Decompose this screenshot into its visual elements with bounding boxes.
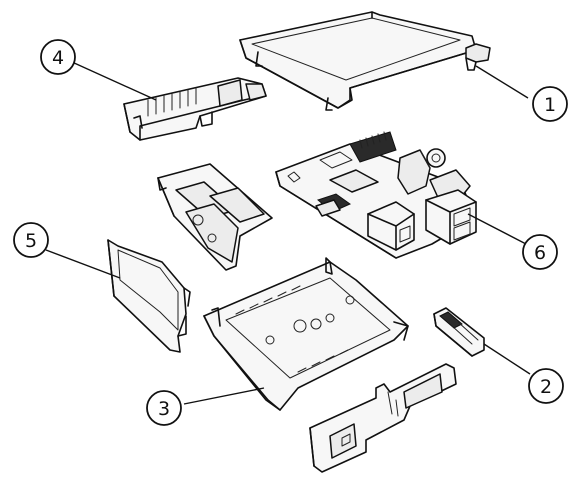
part-small-connector [433,307,485,357]
callout-3: 3 [146,390,182,426]
callout-4: 4 [40,39,76,75]
part-front-bracket [309,363,457,473]
callout-6-leader [467,213,527,245]
callout-3-label: 3 [158,398,170,420]
part-side-panel [107,239,191,353]
callout-4-label: 4 [52,47,64,69]
callout-1: 1 [532,86,568,122]
part-lid [239,11,491,111]
callout-1-leader [475,65,529,99]
callout-3-leader [183,387,265,405]
callout-6: 6 [522,234,558,270]
part-expansion-card [157,163,273,271]
callout-2-label: 2 [540,376,552,398]
callout-1-label: 1 [544,94,556,116]
callout-4-leader [71,61,157,101]
part-top-bracket [123,77,267,141]
callout-5-label: 5 [25,230,37,252]
callout-5: 5 [13,222,49,258]
part-base-tray [203,257,409,411]
callout-2: 2 [528,368,564,404]
part-circuit-board [275,131,477,259]
callout-5-leader [45,249,121,279]
callout-6-label: 6 [534,242,546,264]
callout-2-leader [483,343,531,375]
